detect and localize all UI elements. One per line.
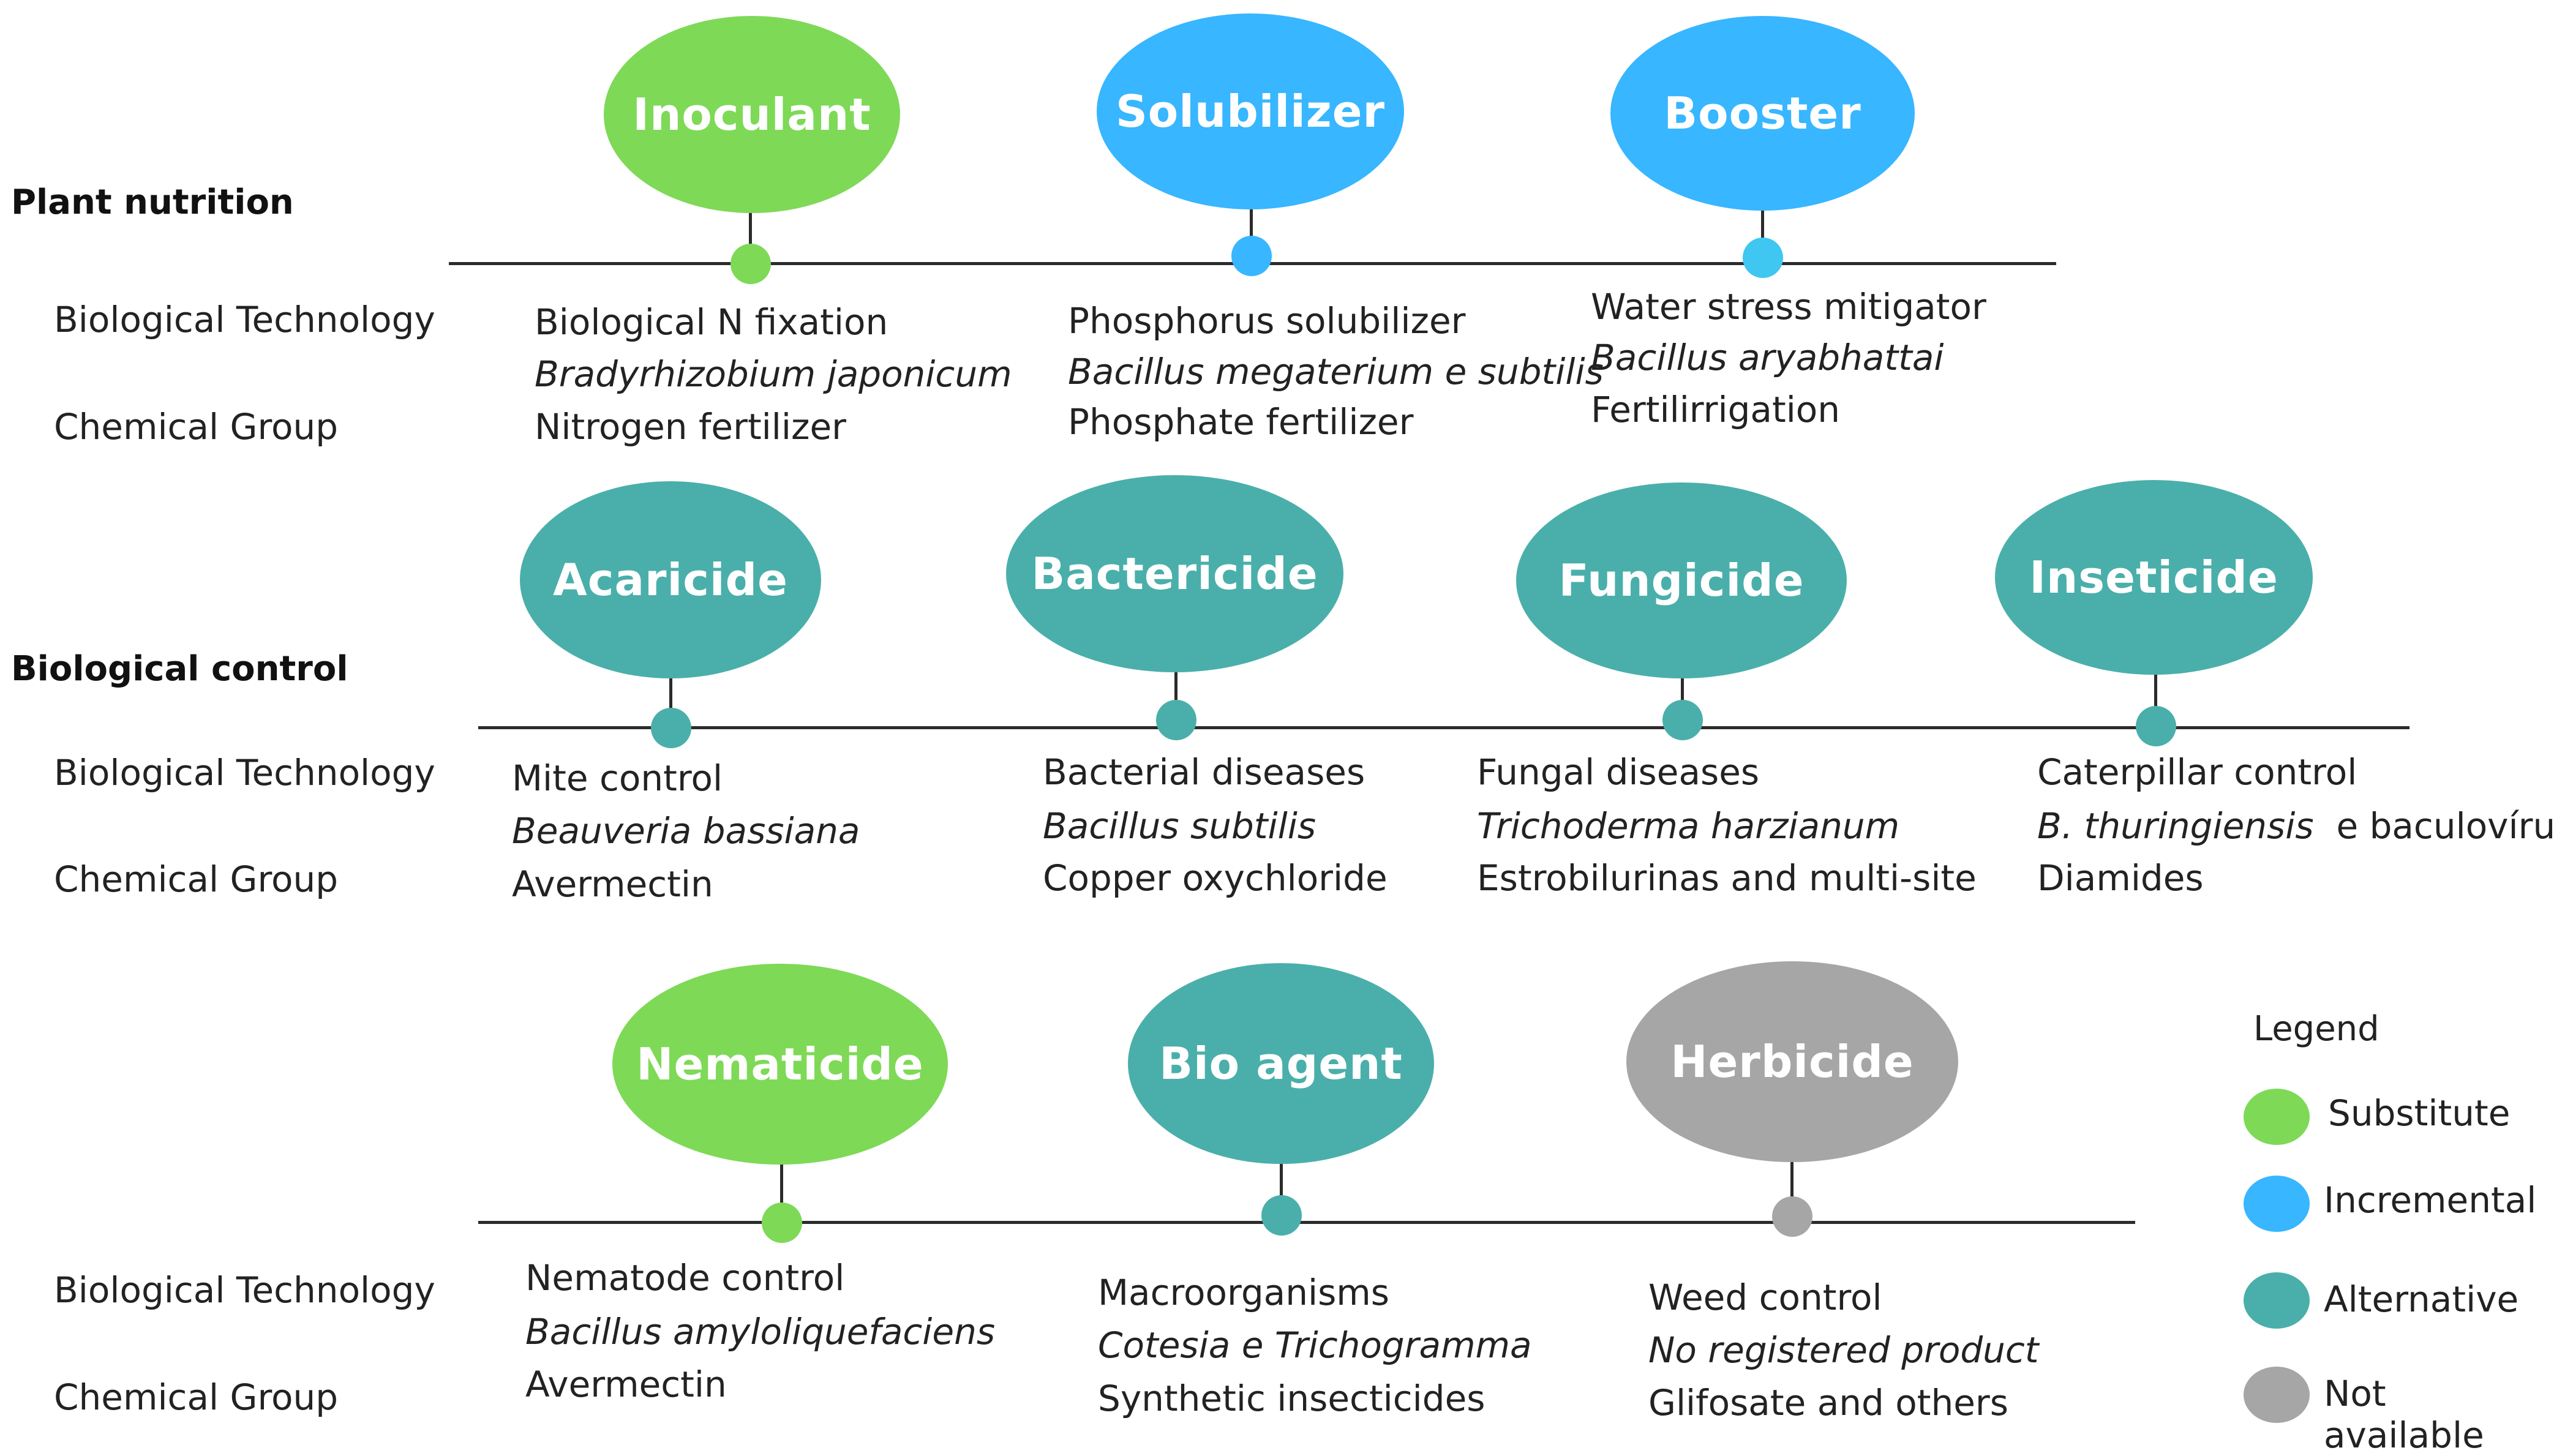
- nematicide-bio-tech: Nematode control: [525, 1257, 845, 1299]
- inoculant-chem-group: Nitrogen fertilizer: [535, 406, 847, 448]
- herbicide-chem-group: Glifosate and others: [1648, 1382, 2008, 1424]
- dot-bioagent: [1261, 1195, 1302, 1236]
- fungicide-bio-tech: Fungal diseases: [1477, 751, 1760, 793]
- node-booster: Booster: [1610, 16, 1915, 211]
- inseticide-bio-tech: Caterpillar control: [2037, 751, 2357, 793]
- bactericide-chem-group: Copper oxychloride: [1043, 857, 1388, 899]
- solubilizer-bio-tech: Phosphorus solubilizer: [1068, 300, 1466, 342]
- connector-herbicide: [1790, 1160, 1793, 1221]
- node-booster-label: Booster: [1664, 88, 1861, 139]
- legend-label-substitute: Substitute: [2328, 1092, 2511, 1134]
- dot-fungicide: [1662, 700, 1703, 740]
- node-herbicide-label: Herbicide: [1670, 1036, 1914, 1087]
- connector-solubilizer: [1250, 205, 1253, 263]
- bioagent-bio-tech: Macroorganisms: [1098, 1272, 1390, 1313]
- legend-title: Legend: [2253, 1009, 2379, 1049]
- section-title-plant-nutrition: Plant nutrition: [11, 182, 294, 222]
- acaricide-organism: Beauveria bassiana: [512, 810, 860, 852]
- solubilizer-chem-group: Phosphate fertilizer: [1068, 401, 1414, 443]
- timeline-third-row: [478, 1221, 2135, 1224]
- solubilizer-organism: Bacillus megaterium e subtilis: [1068, 351, 1604, 392]
- section-title-biological-control: Biological control: [11, 649, 348, 689]
- legend-label-not-available: Not available: [2324, 1373, 2484, 1456]
- node-inoculant-label: Inoculant: [633, 89, 871, 140]
- acaricide-chem-group: Avermectin: [512, 863, 713, 905]
- row-label-bio-tech-1: Biological Technology: [54, 299, 435, 340]
- row-label-chem-group-3: Chemical Group: [54, 1376, 339, 1418]
- node-herbicide: Herbicide: [1626, 961, 1958, 1162]
- booster-organism: Bacillus aryabhattai: [1591, 337, 1944, 378]
- connector-acaricide: [669, 674, 672, 729]
- inseticide-organism-italic: B. thuringiensis: [2037, 805, 2314, 847]
- connector-bioagent: [1280, 1160, 1283, 1221]
- node-bioagent: Bio agent: [1128, 963, 1434, 1164]
- acaricide-bio-tech: Mite control: [512, 757, 723, 799]
- row-label-chem-group-1: Chemical Group: [54, 406, 339, 448]
- bioagent-organism: Cotesia e Trichogramma: [1098, 1324, 1532, 1366]
- herbicide-bio-tech: Weed control: [1648, 1277, 1882, 1318]
- node-bioagent-label: Bio agent: [1159, 1038, 1403, 1089]
- nematicide-chem-group: Avermectin: [525, 1364, 727, 1405]
- connector-bactericide: [1174, 667, 1177, 729]
- node-bactericide: Bactericide: [1006, 475, 1343, 672]
- dot-nematicide: [762, 1203, 802, 1243]
- booster-chem-group: Fertilirrigation: [1591, 389, 1841, 430]
- booster-bio-tech: Water stress mitigator: [1591, 286, 1986, 328]
- node-acaricide: Acaricide: [520, 481, 821, 678]
- dot-herbicide: [1772, 1196, 1812, 1237]
- dot-acaricide: [651, 708, 691, 748]
- bactericide-bio-tech: Bacterial diseases: [1043, 751, 1365, 793]
- legend-swatch-substitute: [2244, 1089, 2310, 1145]
- node-inseticide-label: Inseticide: [2029, 552, 2278, 603]
- node-fungicide-label: Fungicide: [1558, 555, 1805, 606]
- dot-inseticide: [2136, 706, 2176, 746]
- inseticide-chem-group: Diamides: [2037, 857, 2204, 899]
- node-solubilizer: Solubilizer: [1097, 13, 1404, 209]
- node-inoculant: Inoculant: [604, 16, 900, 213]
- inseticide-organism-rest: e baculovírus: [2336, 805, 2554, 847]
- legend-swatch-not-available: [2244, 1367, 2310, 1423]
- bactericide-organism: Bacillus subtilis: [1043, 805, 1316, 847]
- node-solubilizer-label: Solubilizer: [1115, 86, 1386, 137]
- node-nematicide-label: Nematicide: [636, 1038, 924, 1090]
- node-bactericide-label: Bactericide: [1031, 548, 1318, 599]
- row-label-bio-tech-3: Biological Technology: [54, 1269, 435, 1311]
- connector-inseticide: [2154, 670, 2157, 729]
- connector-booster: [1761, 205, 1764, 263]
- dot-bactericide: [1156, 700, 1196, 740]
- inseticide-organism: B. thuringiensis e baculovírus: [2037, 808, 2554, 844]
- fungicide-chem-group: Estrobilurinas and multi-site: [1477, 857, 1977, 899]
- herbicide-organism: No registered product: [1648, 1329, 2039, 1371]
- node-fungicide: Fungicide: [1516, 482, 1847, 678]
- timeline-biological-control: [478, 726, 2409, 729]
- dot-booster: [1743, 238, 1783, 278]
- dot-inoculant: [731, 244, 771, 284]
- dot-solubilizer: [1231, 236, 1272, 276]
- nematicide-organism: Bacillus amyloliquefaciens: [525, 1311, 996, 1353]
- fungicide-organism: Trichoderma harzianum: [1477, 805, 1900, 847]
- bioagent-chem-group: Synthetic insecticides: [1098, 1378, 1485, 1419]
- row-label-bio-tech-2: Biological Technology: [54, 752, 435, 794]
- legend-swatch-alternative: [2244, 1272, 2310, 1329]
- row-label-chem-group-2: Chemical Group: [54, 858, 339, 900]
- legend-label-incremental: Incremental: [2324, 1179, 2537, 1221]
- connector-inoculant: [749, 208, 752, 263]
- legend-swatch-incremental: [2244, 1176, 2310, 1232]
- node-acaricide-label: Acaricide: [553, 554, 788, 606]
- legend-label-alternative: Alternative: [2324, 1278, 2519, 1320]
- inoculant-bio-tech: Biological N fixation: [535, 301, 888, 343]
- node-nematicide: Nematicide: [612, 964, 948, 1165]
- connector-nematicide: [780, 1163, 783, 1222]
- inoculant-organism: Bradyrhizobium japonicum: [535, 353, 1012, 395]
- node-inseticide: Inseticide: [1995, 480, 2313, 675]
